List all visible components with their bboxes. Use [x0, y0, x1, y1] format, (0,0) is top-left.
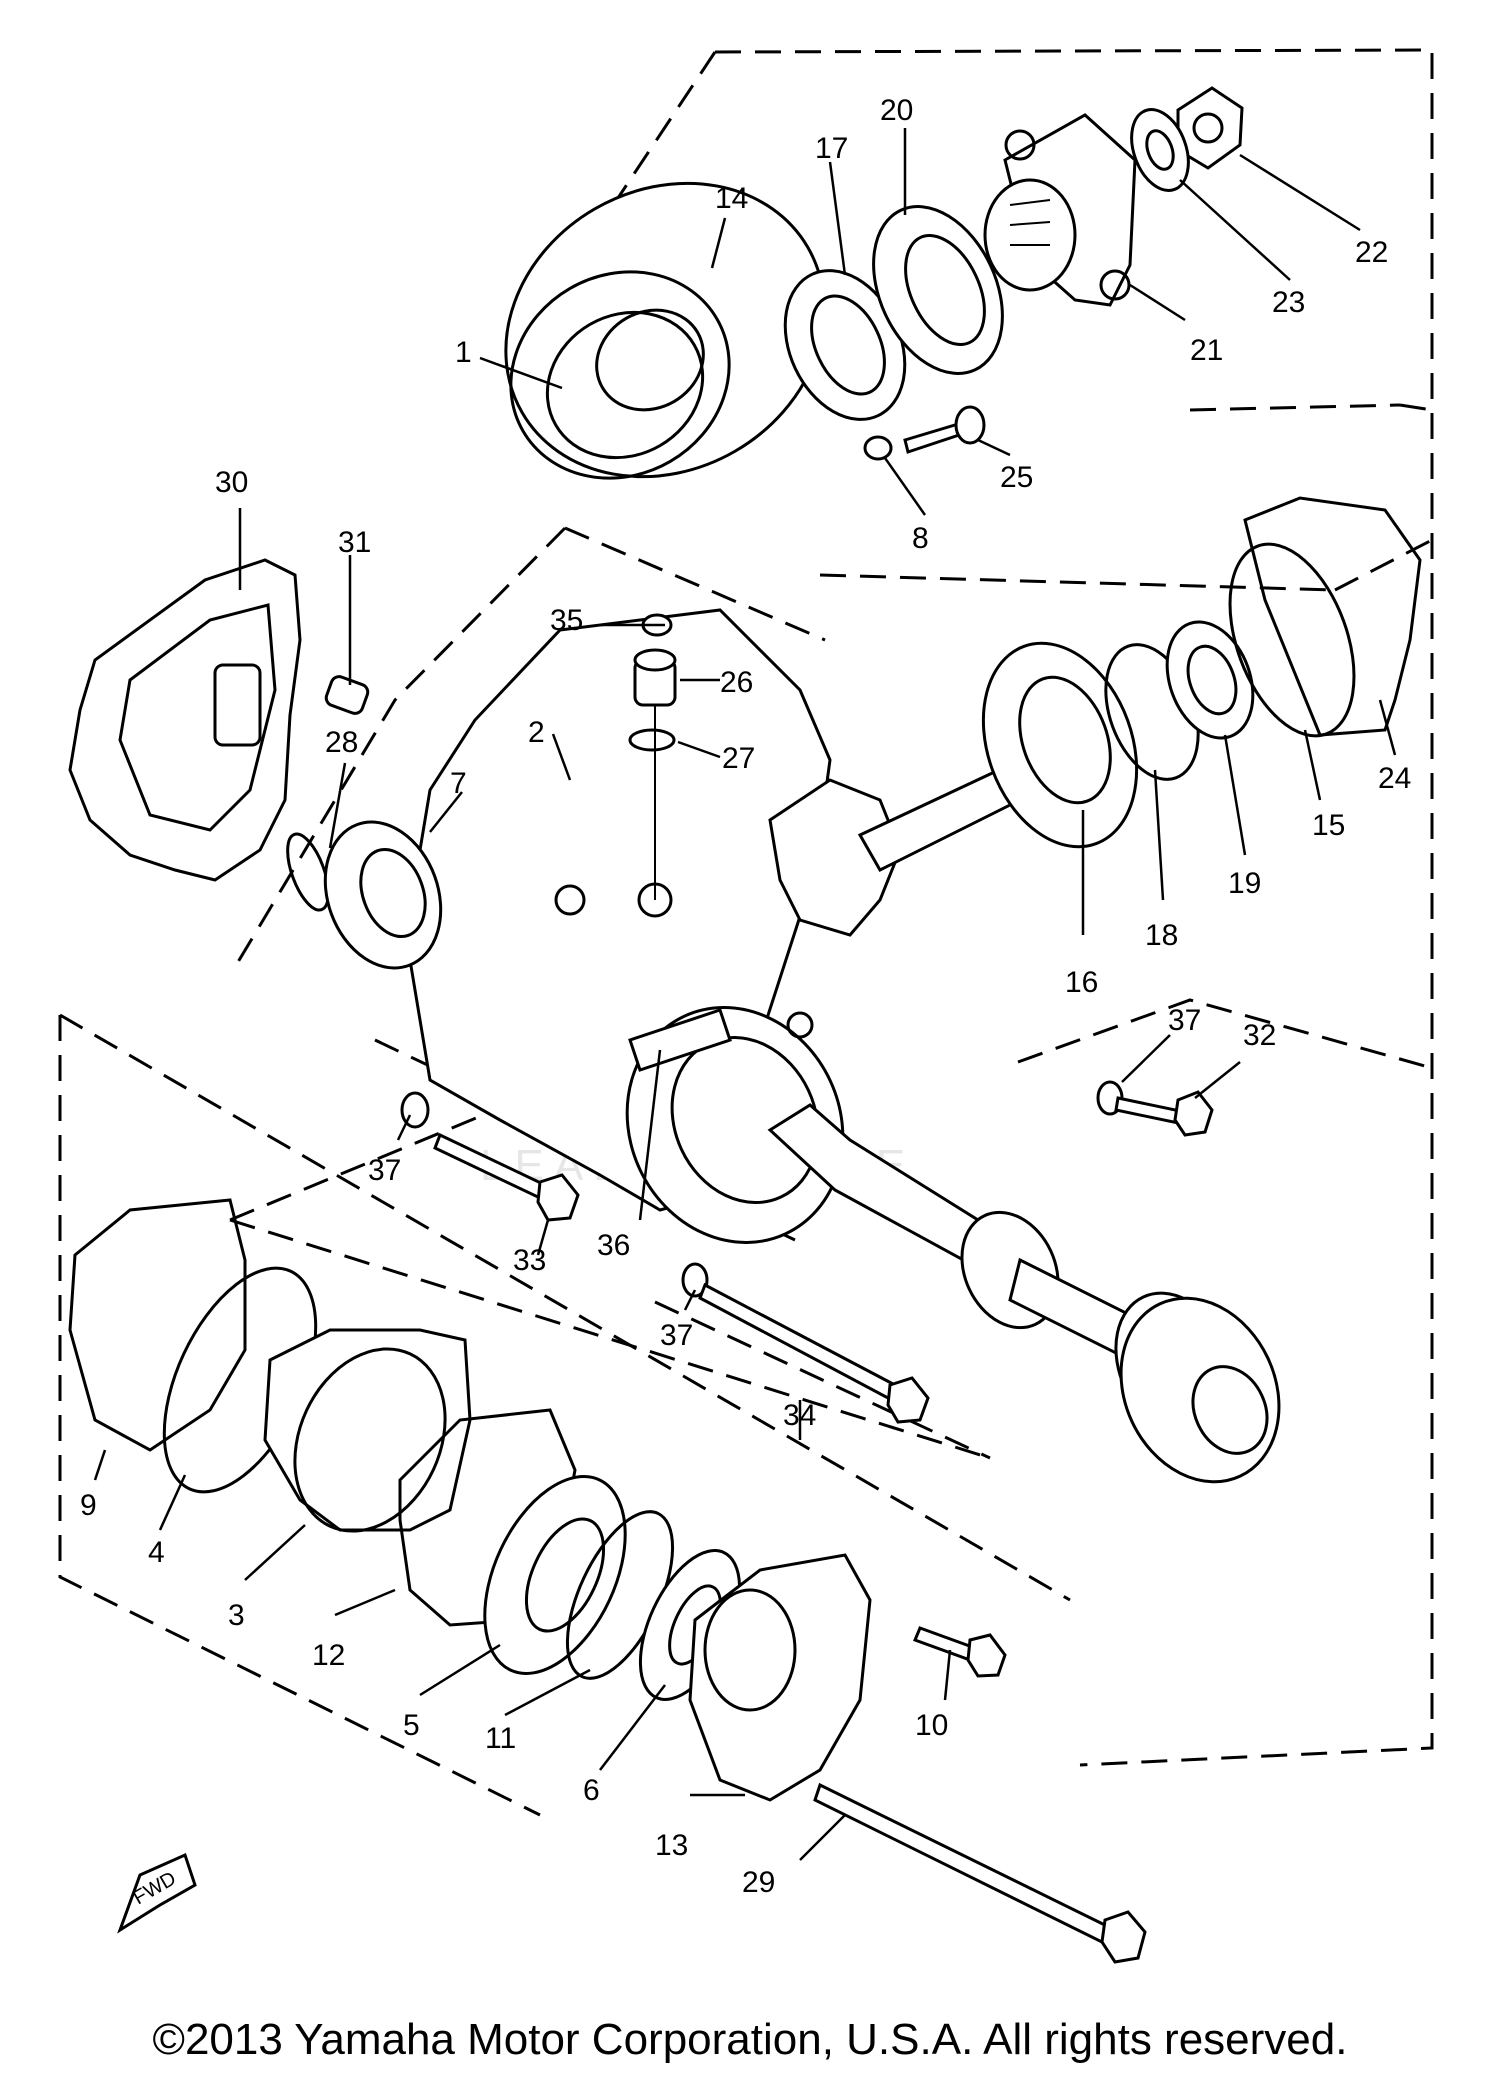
bearing-housing-part — [504, 181, 826, 480]
ring-gear-shaft-part — [767, 1103, 1281, 1484]
gear-case-part — [408, 608, 845, 1244]
callout-31: 31 — [338, 526, 371, 559]
cover-24-part — [1243, 496, 1422, 737]
bolt-10-part — [913, 1626, 1007, 1678]
callout-32: 32 — [1243, 1019, 1276, 1052]
callout-7: 7 — [450, 767, 467, 800]
callout-11: 11 — [485, 1722, 516, 1755]
callout-22: 22 — [1355, 236, 1388, 269]
pinion-gear-shaft-part — [768, 758, 1043, 937]
nameplate-part — [628, 1008, 732, 1072]
washer-part — [1130, 108, 1190, 192]
callout-18: 18 — [1145, 919, 1178, 952]
callout-23: 23 — [1272, 286, 1305, 319]
cover-13-part — [688, 1553, 872, 1802]
gasket-part — [68, 558, 302, 882]
callout-26: 26 — [720, 666, 753, 699]
callout-24: 24 — [1378, 762, 1411, 795]
callout-17: 17 — [815, 132, 848, 165]
callout-10: 10 — [915, 1709, 948, 1742]
bolt-25-part — [903, 405, 986, 454]
leader-lines — [93, 128, 1397, 1861]
coupling-flange-part — [983, 113, 1137, 307]
bolt-32-part — [1096, 1080, 1214, 1137]
callout-5: 5 — [403, 1709, 420, 1742]
bearing-retainer-3-part — [263, 1328, 472, 1533]
callout-29: 29 — [742, 1866, 775, 1899]
bearing-5-part — [483, 1475, 627, 1675]
callout-15: 15 — [1312, 809, 1345, 842]
gasket-9-part — [68, 1198, 247, 1452]
oil-seal-part — [783, 269, 907, 421]
callout-1: 1 — [455, 336, 472, 369]
callout-6: 6 — [583, 1774, 600, 1807]
callout-4: 4 — [148, 1536, 165, 1569]
bolt-34-part — [681, 1262, 930, 1424]
callout-numbers: 1 2 3 4 5 6 7 8 9 10 11 12 13 14 15 16 1… — [80, 94, 1411, 1899]
callout-16: 16 — [1065, 966, 1098, 999]
callout-37-lower: 37 — [660, 1319, 693, 1352]
fwd-direction-arrow: FWD — [117, 1852, 197, 1934]
assembly-boundary-lines — [58, 48, 1434, 1817]
callout-27: 27 — [722, 742, 755, 775]
callout-14: 14 — [715, 182, 748, 215]
callout-37-middle: 37 — [368, 1154, 401, 1187]
circlip-part — [286, 832, 330, 912]
breather-assembly-part — [628, 613, 677, 900]
washer-8-part — [863, 435, 893, 461]
callout-13: 13 — [655, 1829, 688, 1862]
callout-21: 21 — [1190, 334, 1223, 367]
bearing-16-part — [981, 641, 1139, 849]
callout-36: 36 — [597, 1229, 630, 1262]
callout-33: 33 — [513, 1244, 546, 1277]
callout-30: 30 — [215, 466, 248, 499]
callout-37-upper: 37 — [1168, 1004, 1201, 1037]
callout-35: 35 — [550, 604, 583, 637]
long-bolt-29-part — [813, 1782, 1147, 1964]
callout-34: 34 — [783, 1399, 816, 1432]
dowel-pin-part — [324, 675, 370, 715]
callout-28: 28 — [325, 726, 358, 759]
callout-8: 8 — [912, 522, 929, 555]
callout-19: 19 — [1228, 867, 1261, 900]
callout-12: 12 — [312, 1639, 345, 1672]
bearing-7-part — [323, 820, 443, 970]
collar-19-part — [1165, 620, 1255, 740]
callout-2: 2 — [528, 716, 545, 749]
copyright-notice: ©2013 Yamaha Motor Corporation, U.S.A. A… — [152, 2015, 1348, 2064]
outer-seal-part — [872, 205, 1004, 375]
callout-25: 25 — [1000, 461, 1033, 494]
exploded-parts-diagram: LEADVENTURE — [58, 48, 1434, 1964]
callout-3: 3 — [228, 1599, 245, 1632]
callout-9: 9 — [80, 1489, 97, 1522]
callout-20: 20 — [880, 94, 913, 127]
